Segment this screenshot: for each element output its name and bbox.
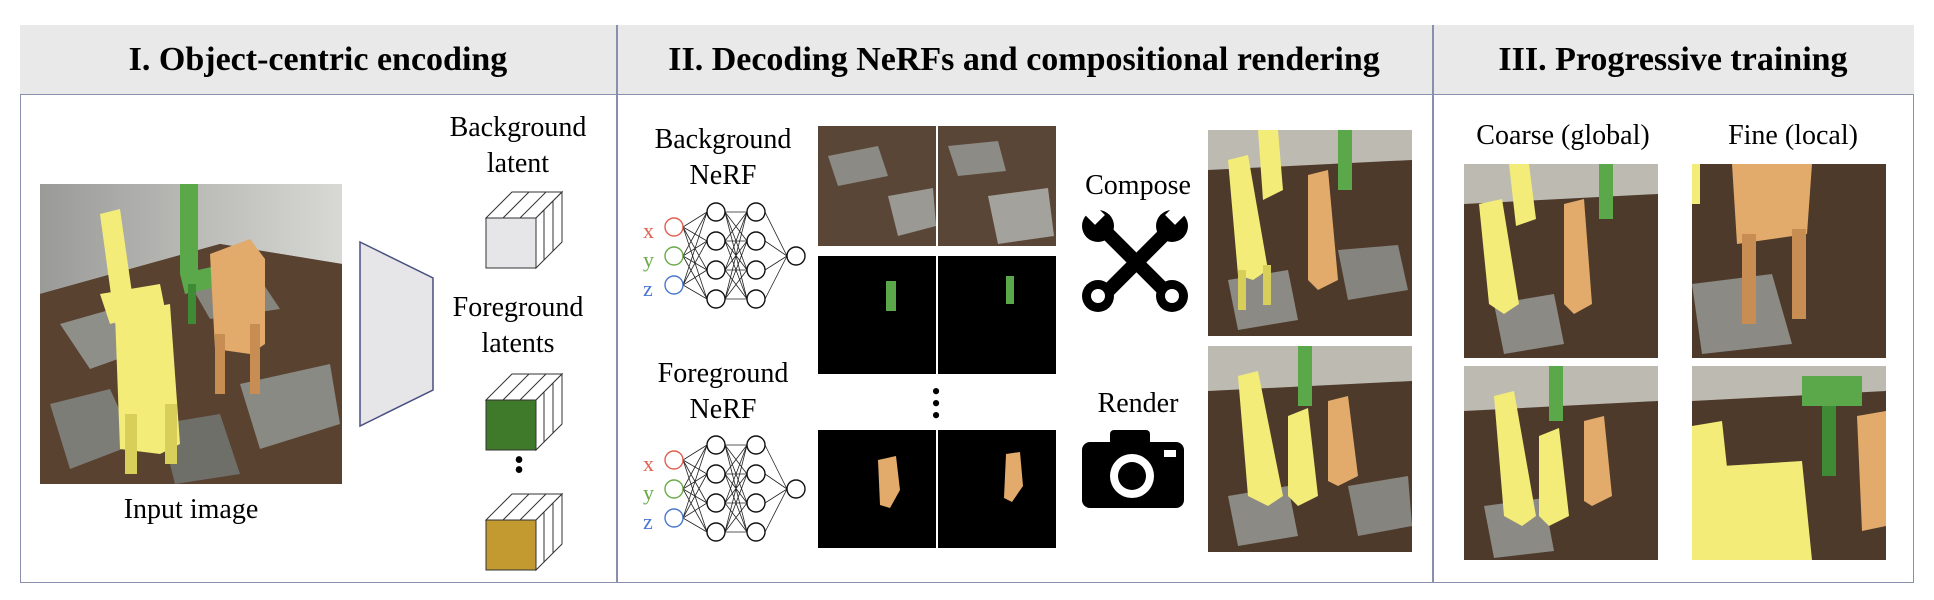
network-node	[706, 522, 726, 542]
network-edge	[764, 211, 788, 257]
network-edge	[682, 269, 708, 286]
foreground-nerf-network	[664, 435, 806, 542]
network-edge	[682, 211, 708, 286]
section-title-training: III. Progressive training	[1498, 40, 1848, 78]
network-edge	[764, 444, 788, 490]
camera-icon	[1082, 430, 1184, 508]
fine-label: Fine (local)	[1728, 120, 1858, 151]
network-edge	[724, 502, 748, 533]
foreground-render-pair-orange	[818, 430, 1056, 548]
section-divider	[616, 25, 618, 583]
network-edge	[764, 488, 788, 504]
compose-label: Compose	[1085, 170, 1191, 201]
network-edge	[682, 240, 708, 286]
network-edge	[724, 473, 748, 533]
section-title-decoding: II. Decoding NeRFs and compositional ren…	[668, 40, 1380, 78]
fine-image-2	[1692, 366, 1886, 560]
coarse-label: Coarse (global)	[1476, 120, 1650, 151]
network-edge	[724, 240, 748, 300]
network-node	[664, 479, 684, 499]
coord-z-label: z	[643, 276, 653, 301]
coord-x-label: x	[643, 218, 654, 243]
network-edge	[724, 444, 748, 533]
coord-y-label: y	[643, 247, 654, 272]
network-edge	[724, 211, 748, 271]
network-edge	[682, 517, 708, 533]
network-node	[746, 202, 766, 222]
network-node	[706, 464, 726, 484]
network-node	[746, 260, 766, 280]
background-latent-label: Background latent	[449, 112, 587, 179]
fine-image-1	[1692, 164, 1886, 358]
network-node	[746, 493, 766, 513]
wrench-icon	[1082, 208, 1188, 312]
network-node	[746, 435, 766, 455]
input-image-label: Input image	[123, 494, 259, 525]
network-edge	[724, 211, 748, 242]
network-edge	[682, 473, 708, 519]
coord-y-label: y	[643, 480, 654, 505]
render-ellipsis: •••	[931, 377, 941, 430]
section-header-decoding: II. Decoding NeRFs and compositional ren…	[616, 25, 1432, 95]
coord-z-label: z	[643, 509, 653, 534]
network-edge	[682, 444, 708, 461]
section-divider	[1432, 25, 1434, 583]
network-node	[706, 493, 726, 513]
foreground-latents-label: Foreground latents	[452, 292, 584, 359]
network-node	[706, 289, 726, 309]
network-edge	[724, 444, 748, 504]
foreground-latent-cube-gold	[484, 492, 564, 572]
network-edge	[682, 211, 708, 257]
network-node	[706, 260, 726, 280]
network-edge	[764, 255, 788, 271]
network-edge	[682, 211, 708, 228]
network-node	[746, 522, 766, 542]
coarse-image-2	[1464, 366, 1658, 560]
network-edge	[682, 502, 708, 519]
network-node	[706, 231, 726, 251]
coord-x-label: x	[643, 451, 654, 476]
section-header-training: III. Progressive training	[1432, 25, 1914, 95]
foreground-latent-cube-green	[484, 372, 564, 452]
network-node	[664, 246, 684, 266]
background-nerf-label: Background NeRF	[654, 124, 792, 191]
coarse-image-1	[1464, 164, 1658, 358]
network-edge	[724, 211, 748, 300]
network-node	[786, 479, 806, 499]
network-node	[746, 289, 766, 309]
network-node	[664, 450, 684, 470]
background-render-pair	[818, 126, 1056, 246]
foreground-render-pair-green	[818, 256, 1056, 374]
network-node	[664, 275, 684, 295]
network-node	[664, 217, 684, 237]
network-edge	[682, 444, 708, 490]
network-edge	[724, 444, 748, 475]
section-title-encoding: I. Object-centric encoding	[128, 40, 508, 78]
network-edge	[764, 488, 788, 533]
network-edge	[682, 284, 708, 300]
network-node	[746, 231, 766, 251]
network-edge	[682, 444, 708, 519]
render-label: Render	[1097, 388, 1179, 419]
network-node	[746, 464, 766, 484]
encoder-trapezoid	[359, 240, 434, 428]
network-node	[664, 508, 684, 528]
latents-ellipsis: ••	[514, 445, 524, 486]
background-latent-cube	[484, 190, 564, 270]
foreground-nerf-label: Foreground NeRF	[657, 358, 789, 425]
network-node	[706, 435, 726, 455]
network-edge	[724, 269, 748, 300]
network-node	[786, 246, 806, 266]
network-edge	[764, 473, 788, 490]
background-nerf-network	[664, 202, 806, 309]
input-image	[40, 184, 342, 484]
network-node	[706, 202, 726, 222]
network-edge	[764, 240, 788, 257]
composed-image-2	[1208, 346, 1412, 552]
section-header-encoding: I. Object-centric encoding	[20, 25, 616, 95]
composed-image-1	[1208, 130, 1412, 336]
network-edge	[764, 255, 788, 300]
